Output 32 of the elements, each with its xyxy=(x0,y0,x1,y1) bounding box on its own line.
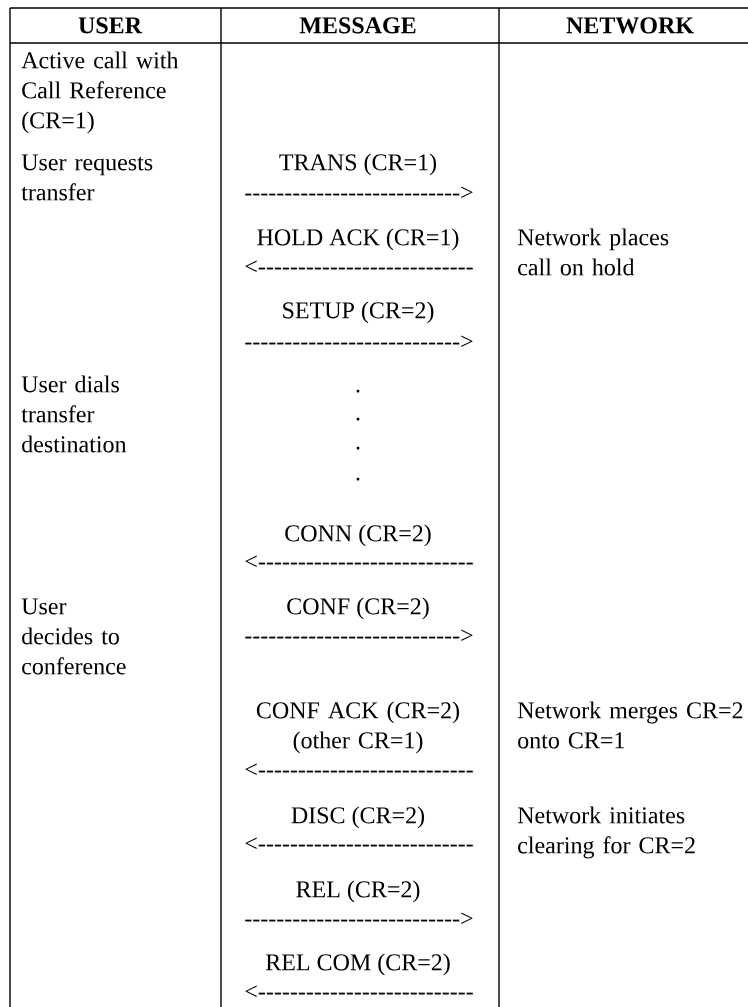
message-name: DISC (CR=2) xyxy=(291,806,425,829)
message-name: SETUP (CR=2) xyxy=(283,301,434,324)
text-arrow: <--------------------------- xyxy=(245,555,473,568)
text-arrow: <--------------------------- xyxy=(245,985,473,998)
message-name: CONN (CR=2) xyxy=(285,524,431,547)
ellipsis-dot: . xyxy=(356,477,360,481)
message-name: CONF (CR=2) xyxy=(287,597,429,620)
message-name: HOLD ACK (CR=1) xyxy=(257,228,459,251)
network-action-text: Network places call on hold xyxy=(517,228,669,276)
ellipsis-dot: . xyxy=(356,417,360,421)
message-name: TRANS (CR=1) xyxy=(279,153,437,176)
user-action-text: Active call with Call Reference (CR=1) xyxy=(21,51,179,134)
text-arrow: ---------------------------> xyxy=(245,912,473,925)
text-arrow: ---------------------------> xyxy=(245,335,473,348)
text-arrow: <--------------------------- xyxy=(245,837,473,850)
text-arrow: <--------------------------- xyxy=(245,763,473,776)
text-arrow: ---------------------------> xyxy=(245,629,473,642)
text-arrow: ---------------------------> xyxy=(245,186,473,199)
column-header: MESSAGE xyxy=(299,17,416,34)
column-header: NETWORK xyxy=(566,17,694,34)
ellipsis-dot: . xyxy=(356,446,360,450)
network-action-text: Network initiates clearing for CR=2 xyxy=(517,806,695,859)
message-name: CONF ACK (CR=2) (other CR=1) xyxy=(256,701,459,754)
ellipsis-dot: . xyxy=(356,389,360,393)
column-header: USER xyxy=(78,17,143,34)
message-name: REL COM (CR=2) xyxy=(265,953,450,976)
user-action-text: User requests transfer xyxy=(21,154,153,201)
user-action-text: User decides to conference xyxy=(21,598,126,675)
message-name: REL (CR=2) xyxy=(296,880,420,903)
network-action-text: Network merges CR=2 onto CR=1 xyxy=(517,701,743,749)
text-arrow: <--------------------------- xyxy=(245,260,473,273)
user-action-text: User dials transfer destination xyxy=(21,375,127,453)
